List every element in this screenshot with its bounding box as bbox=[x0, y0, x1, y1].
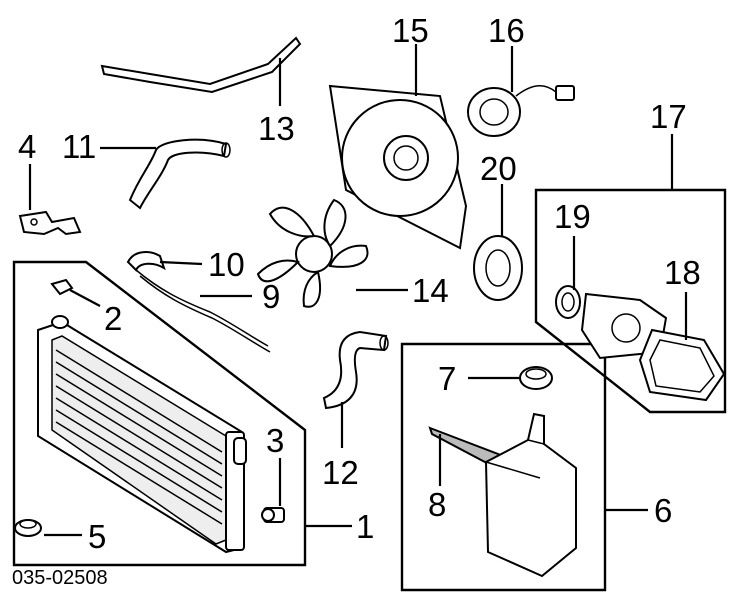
drain-cock bbox=[50, 278, 101, 307]
callout-3: 3 bbox=[266, 422, 284, 459]
callout-17: 17 bbox=[650, 98, 687, 135]
callout-labels: 1 2 3 4 5 6 7 8 9 10 11 12 13 14 15 16 1… bbox=[18, 12, 701, 555]
callout-2: 2 bbox=[104, 300, 122, 337]
callout-8: 8 bbox=[428, 486, 446, 523]
fan-shroud bbox=[328, 84, 468, 250]
mounting-bracket bbox=[18, 210, 82, 236]
fan-motor bbox=[467, 85, 575, 137]
callout-1: 1 bbox=[356, 508, 374, 545]
radiator bbox=[37, 315, 247, 554]
reservoir-cap bbox=[519, 366, 553, 390]
lower-radiator-hose bbox=[322, 330, 389, 410]
callout-14: 14 bbox=[412, 272, 449, 309]
radiator-cap bbox=[14, 519, 42, 537]
callout-5: 5 bbox=[88, 518, 106, 555]
callout-9: 9 bbox=[262, 278, 280, 315]
water-pump-group-frame bbox=[534, 188, 727, 414]
cooling-fan bbox=[256, 198, 369, 308]
reservoir-group-frame bbox=[400, 342, 607, 592]
leader-lines bbox=[28, 44, 688, 537]
water-pump-gasket bbox=[555, 285, 581, 319]
upper-radiator-hose bbox=[128, 138, 231, 210]
callout-6: 6 bbox=[654, 492, 672, 529]
callout-13: 13 bbox=[258, 110, 295, 147]
coolant-reservoir bbox=[484, 412, 577, 578]
callout-20: 20 bbox=[480, 150, 517, 187]
radiator-drain-plug bbox=[261, 507, 285, 523]
fan-pulley bbox=[473, 235, 523, 301]
callout-10: 10 bbox=[208, 246, 245, 283]
callout-16: 16 bbox=[488, 12, 525, 49]
hose-9 bbox=[135, 269, 271, 353]
callout-12: 12 bbox=[322, 454, 359, 491]
callout-15: 15 bbox=[392, 12, 429, 49]
callout-4: 4 bbox=[18, 128, 36, 165]
hose-10 bbox=[126, 251, 166, 272]
callout-19: 19 bbox=[554, 198, 591, 235]
callout-11: 11 bbox=[62, 128, 96, 165]
water-pump-cover bbox=[638, 328, 726, 402]
callout-18: 18 bbox=[664, 254, 701, 291]
callout-7: 7 bbox=[438, 360, 456, 397]
bypass-pipe bbox=[100, 36, 302, 94]
diagram-code: 035-02508 bbox=[12, 567, 108, 589]
radiator-group-frame bbox=[12, 260, 307, 567]
